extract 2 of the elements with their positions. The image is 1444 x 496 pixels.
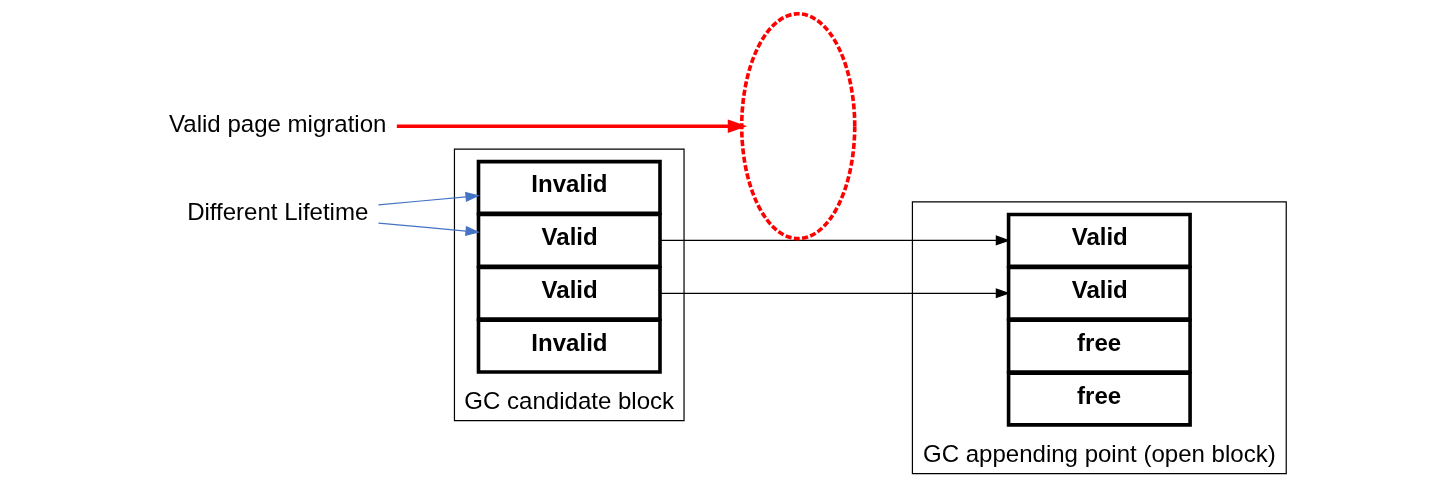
node-text: Different Lifetime [186, 197, 368, 225]
node-text: Valid page migration [168, 109, 386, 137]
